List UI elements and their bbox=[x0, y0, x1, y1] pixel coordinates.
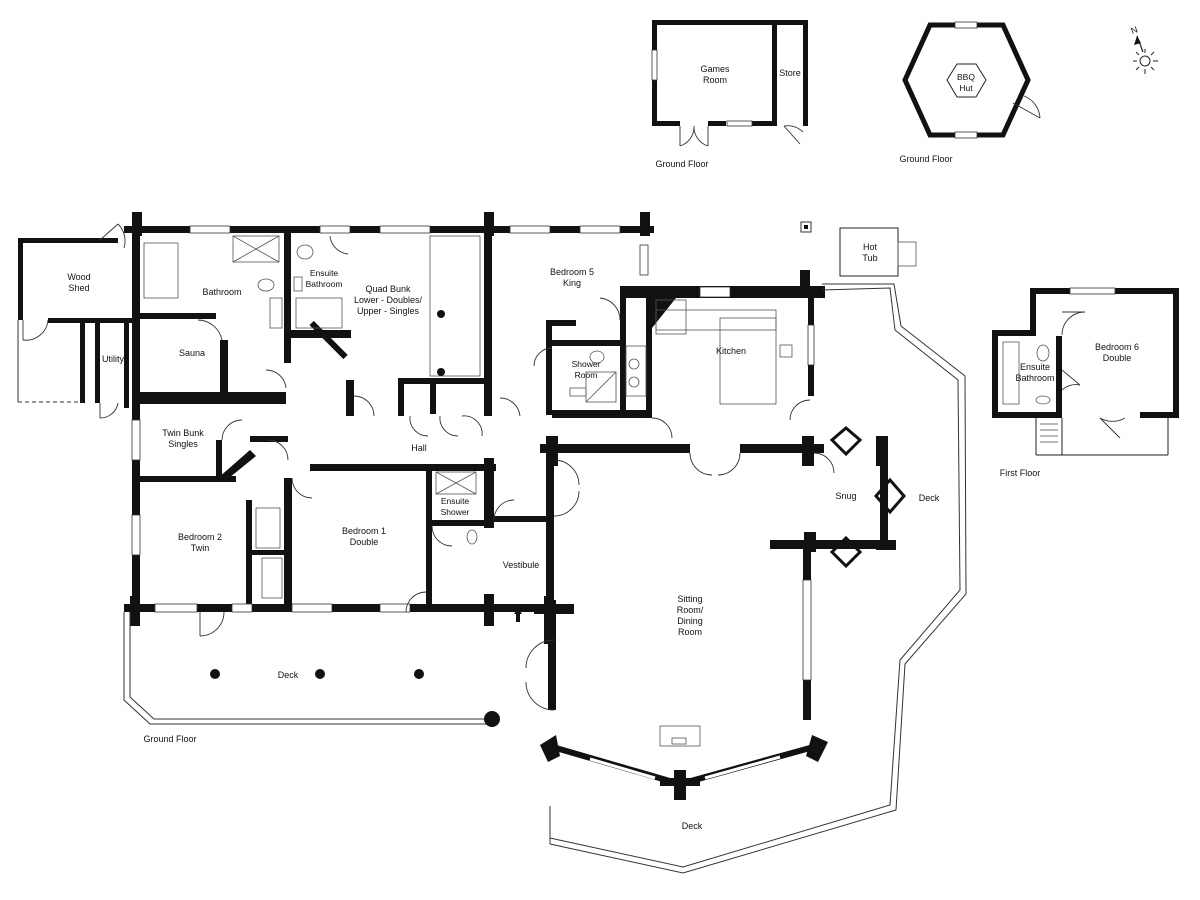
bbq-floor-caption: Ground Floor bbox=[899, 154, 952, 164]
store-label: Store bbox=[779, 68, 801, 78]
vestibule-label: Vestibule bbox=[503, 560, 540, 570]
deck-east-label: Deck bbox=[919, 493, 940, 503]
sauna-label: Sauna bbox=[179, 348, 205, 358]
bbq-hut-building: BBQ Hut Ground Floor bbox=[899, 21, 1041, 164]
bedroom5-label-1: Bedroom 5 bbox=[550, 267, 594, 277]
bedroom1-label-2: Double bbox=[350, 537, 379, 547]
deck-south-label: Deck bbox=[682, 821, 703, 831]
ensuite-bathroom-label-2: Bathroom bbox=[306, 279, 343, 289]
wood-shed-label-1: Wood bbox=[67, 272, 90, 282]
twin-bunk-label-2: Singles bbox=[168, 439, 198, 449]
games-floor-caption: Ground Floor bbox=[655, 159, 708, 169]
bbq-label-2: Hut bbox=[959, 83, 973, 93]
wood-shed-label-2: Shed bbox=[68, 283, 89, 293]
ensuite-shower-label-2: Shower bbox=[441, 507, 470, 517]
shower-room-label-2: Room bbox=[575, 370, 598, 380]
kitchen-label: Kitchen bbox=[716, 346, 746, 356]
games-room-label-1: Games bbox=[700, 64, 730, 74]
sitting-label-2: Room/ bbox=[677, 605, 704, 615]
main-floor-caption: Ground Floor bbox=[143, 734, 196, 744]
ff-ensuite-label-2: Bathroom bbox=[1015, 373, 1054, 383]
hot-tub-label-2: Tub bbox=[862, 253, 877, 263]
compass-label: N bbox=[1130, 24, 1140, 36]
quad-bunk-label-1: Quad Bunk bbox=[365, 284, 411, 294]
bedroom6-label-2: Double bbox=[1103, 353, 1132, 363]
quad-bunk-label-3: Upper - Singles bbox=[357, 306, 420, 316]
shower-room-label-1: Shower bbox=[572, 359, 601, 369]
first-floor-caption: First Floor bbox=[1000, 468, 1041, 478]
games-room-building: Games Room Store Ground Floor bbox=[651, 20, 808, 169]
ensuite-shower-label-3: Room bbox=[444, 518, 467, 528]
bedroom1-label-1: Bedroom 1 bbox=[342, 526, 386, 536]
quad-bunk-label-2: Lower - Doubles/ bbox=[354, 295, 423, 305]
ensuite-bathroom-label-1: Ensuite bbox=[310, 268, 339, 278]
games-room-label-2: Room bbox=[703, 75, 727, 85]
sitting-label-1: Sitting bbox=[677, 594, 702, 604]
first-floor-plan: Bedroom 6 Double Ensuite Bathroom First … bbox=[992, 287, 1179, 478]
snug-label: Snug bbox=[835, 491, 856, 501]
bedroom2-label-1: Bedroom 2 bbox=[178, 532, 222, 542]
bbq-label-1: BBQ bbox=[957, 72, 975, 82]
sitting-label-3: Dining bbox=[677, 616, 703, 626]
deck-front-label: Deck bbox=[278, 670, 299, 680]
hall-label: Hall bbox=[411, 443, 427, 453]
bathroom-label: Bathroom bbox=[202, 287, 241, 297]
twin-bunk-label-1: Twin Bunk bbox=[162, 428, 204, 438]
utility-label: Utility bbox=[102, 354, 124, 364]
hot-tub-label-1: Hot bbox=[863, 242, 878, 252]
bedroom6-label-1: Bedroom 6 bbox=[1095, 342, 1139, 352]
sitting-label-4: Room bbox=[678, 627, 702, 637]
compass-icon: N bbox=[1130, 24, 1158, 74]
ff-ensuite-label-1: Ensuite bbox=[1020, 362, 1050, 372]
bedroom5-label-2: King bbox=[563, 278, 581, 288]
main-ground-floor: Wood Shed Utility Bathroom Sauna bbox=[17, 212, 967, 874]
ensuite-shower-label-1: Ensuite bbox=[441, 496, 470, 506]
bedroom2-label-2: Twin bbox=[191, 543, 210, 553]
